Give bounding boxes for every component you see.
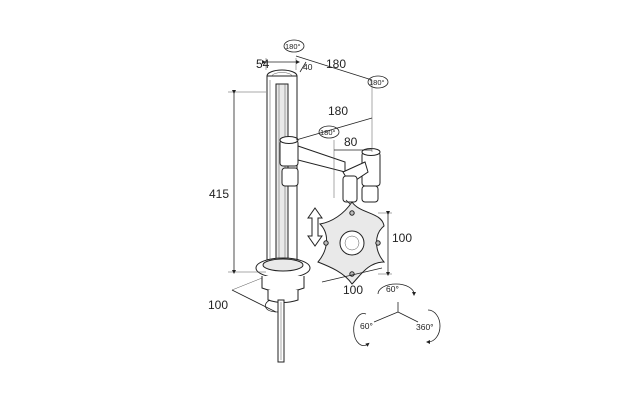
up-down-arrow-icon [307,207,323,247]
arm-2 [342,148,381,215]
rotation-label-pole-top: 180° [285,42,301,51]
arm2-length-label: 180 [328,104,348,118]
arm-1 [279,136,346,187]
pole-height-label: 415 [209,187,229,201]
rotation-mark-pole-top [283,39,305,53]
rotation-label-arm2: 180° [320,128,336,137]
rotation-mark-arm1 [367,75,389,89]
dimension-lines [228,55,392,313]
pole [266,69,298,265]
tilt-label: 60° [360,321,373,331]
arm1-length-label: 180 [326,57,346,71]
pole-depth-label: 40 [303,62,313,72]
swivel-label: 60° [386,284,399,294]
rotation-mark-arm2 [318,125,340,139]
motion-legend [353,283,441,347]
arm-offset-label: 80 [344,135,358,149]
clamp-depth-label: 100 [208,298,228,312]
rotation-label-arm1: 180° [369,78,385,87]
rotate-label: 360° [416,322,434,332]
clamp-base [255,257,311,363]
vesa-horizontal-label: 100 [343,283,363,297]
pole-width-label: 54 [256,57,270,71]
vesa-vertical-label: 100 [392,231,412,245]
vesa-plate [317,201,386,285]
